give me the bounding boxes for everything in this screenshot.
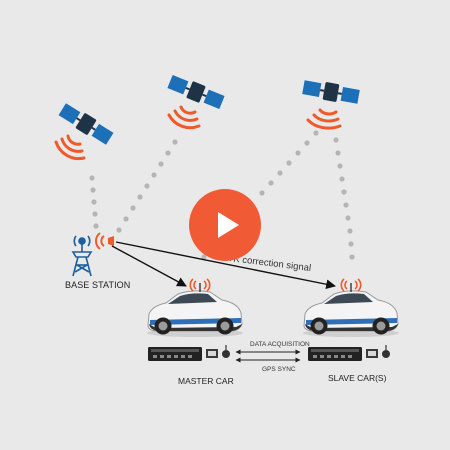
data-logger-icon xyxy=(308,345,390,361)
satellite-icon xyxy=(302,80,360,104)
base-station-label: BASE STATION xyxy=(65,280,131,290)
car-icon xyxy=(303,290,399,337)
car-signal-icon xyxy=(340,278,362,292)
arrow-base-to-master xyxy=(111,245,187,287)
car-icon xyxy=(147,290,243,337)
dotted-path-sat1-base xyxy=(89,175,99,229)
arrow-base-to-slave xyxy=(115,241,336,290)
car-signal-icon xyxy=(189,278,211,292)
signal-waves-icon xyxy=(54,134,86,161)
slave-cars-label: SLAVE CAR(S) xyxy=(328,373,387,383)
master-car-label: MASTER CAR xyxy=(178,376,234,386)
antenna-tower-icon xyxy=(71,235,93,277)
gps-sync-label: GPS SYNC xyxy=(262,366,296,373)
play-button[interactable] xyxy=(189,189,261,261)
dotted-path-sat3-slave xyxy=(333,137,355,260)
data-acquisition-label: DATA ACQUISITION xyxy=(250,341,310,348)
signal-waves-icon xyxy=(167,105,201,130)
dotted-path-sat2-base xyxy=(116,139,178,233)
base-transmitter-icon xyxy=(95,232,114,250)
satellite-icon xyxy=(167,75,225,109)
satellite-icon xyxy=(58,103,114,145)
signal-waves-icon xyxy=(306,108,342,130)
data-logger-icon xyxy=(148,345,230,361)
